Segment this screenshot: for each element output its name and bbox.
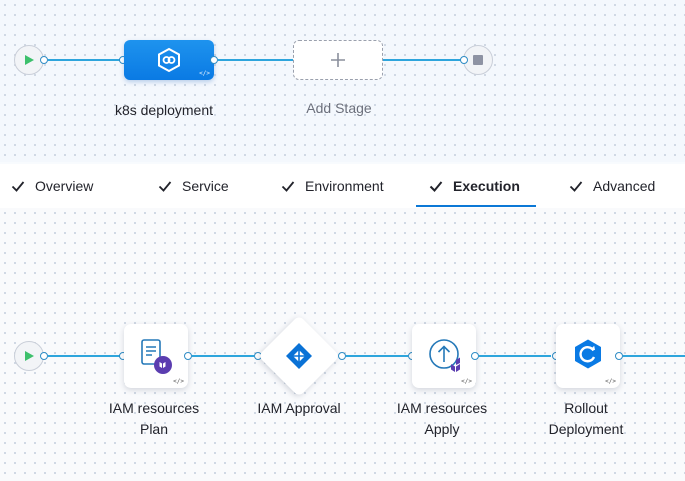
connector-line bbox=[48, 59, 120, 61]
terraform-plan-icon bbox=[141, 339, 172, 374]
step-name-line1: Rollout bbox=[564, 400, 608, 416]
add-stage-button[interactable] bbox=[293, 40, 383, 80]
tab-label: Overview bbox=[35, 178, 94, 194]
step-name-line2: Apply bbox=[424, 421, 460, 437]
step-label: IAM resources Apply bbox=[377, 398, 507, 440]
plus-icon bbox=[331, 53, 345, 67]
connector-line bbox=[48, 355, 120, 357]
check-icon bbox=[429, 181, 443, 192]
step-label: IAM Approval bbox=[234, 398, 364, 419]
add-stage-label: Add Stage bbox=[306, 100, 372, 116]
tab-environment[interactable]: Environment bbox=[281, 164, 384, 208]
tab-overview[interactable]: Overview bbox=[11, 164, 93, 208]
rollout-icon bbox=[575, 339, 601, 369]
connector-line bbox=[192, 355, 254, 357]
step-iam-resources-apply[interactable]: </> bbox=[412, 324, 476, 388]
step-name-line2: Deployment bbox=[548, 421, 624, 437]
stage-name-label: k8s deployment bbox=[114, 102, 214, 118]
terraform-apply-icon bbox=[429, 339, 460, 372]
tab-label: Service bbox=[182, 178, 229, 194]
kubernetes-deploy-icon bbox=[158, 47, 180, 73]
step-out-port bbox=[615, 352, 623, 360]
yaml-code-icon: </> bbox=[173, 378, 184, 385]
stage-config-tabs: Overview Service Environment Execution A… bbox=[0, 164, 685, 209]
step-out-port bbox=[471, 352, 479, 360]
step-rollout-deployment[interactable]: </> bbox=[556, 324, 620, 388]
connector-line bbox=[383, 59, 461, 61]
step-out-port bbox=[338, 352, 346, 360]
play-icon bbox=[25, 55, 34, 65]
step-out-port bbox=[184, 352, 192, 360]
stop-icon bbox=[473, 55, 483, 65]
pipeline-start-button[interactable] bbox=[14, 45, 44, 75]
connector-line bbox=[623, 355, 685, 357]
connector-line bbox=[346, 355, 408, 357]
tab-execution[interactable]: Execution bbox=[429, 164, 520, 208]
approval-icon bbox=[286, 343, 312, 369]
check-icon bbox=[281, 181, 295, 192]
start-port bbox=[40, 352, 48, 360]
pipeline-end-button[interactable] bbox=[463, 45, 493, 75]
step-name-line1: IAM resources bbox=[396, 400, 488, 416]
end-port bbox=[460, 56, 468, 64]
tab-label: Execution bbox=[453, 178, 520, 194]
step-name-line1: IAM resources bbox=[108, 400, 200, 416]
connector-line bbox=[479, 355, 551, 357]
start-port bbox=[40, 56, 48, 64]
play-icon bbox=[25, 351, 34, 361]
active-tab-indicator bbox=[416, 205, 536, 207]
connector-line bbox=[218, 59, 293, 61]
yaml-code-icon: </> bbox=[605, 378, 616, 385]
step-label: IAM resources Plan bbox=[89, 398, 219, 440]
yaml-code-icon: </> bbox=[461, 378, 472, 385]
tab-label: Advanced bbox=[593, 178, 656, 194]
tab-advanced[interactable]: Advanced bbox=[569, 164, 655, 208]
step-name-line1: IAM Approval bbox=[257, 400, 341, 416]
step-label: Rollout Deployment bbox=[521, 398, 651, 440]
check-icon bbox=[158, 181, 172, 192]
stage-out-port bbox=[210, 56, 218, 64]
pipeline-stage-canvas bbox=[0, 0, 685, 162]
stage-node-k8s-deployment[interactable]: </> bbox=[124, 40, 214, 80]
check-icon bbox=[11, 181, 25, 192]
yaml-code-icon: </> bbox=[199, 70, 210, 77]
check-icon bbox=[569, 181, 583, 192]
step-name-line2: Plan bbox=[139, 421, 169, 437]
tab-label: Environment bbox=[305, 178, 384, 194]
tab-service[interactable]: Service bbox=[158, 164, 229, 208]
step-iam-resources-plan[interactable]: </> bbox=[124, 324, 188, 388]
